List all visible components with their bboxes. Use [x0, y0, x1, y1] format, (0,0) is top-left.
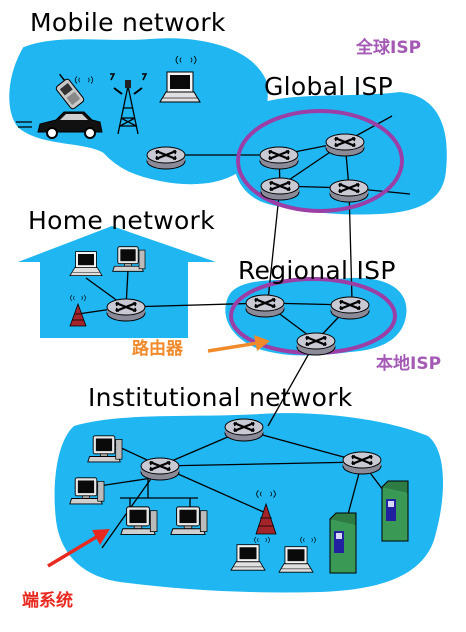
- mobile-network-label: Mobile network: [30, 8, 226, 37]
- institutional-network-label: Institutional network: [88, 383, 353, 412]
- router-icon[interactable]: [259, 176, 301, 202]
- end-system-pointer-arrow-icon: [47, 529, 110, 568]
- router-icon[interactable]: [244, 293, 286, 319]
- mobile-network-cloud: [9, 38, 268, 185]
- router-icon[interactable]: [328, 178, 370, 204]
- router-icon[interactable]: [223, 417, 265, 443]
- end-system-chinese-label: 端系统: [22, 591, 73, 611]
- router-icon[interactable]: [145, 145, 187, 171]
- desktop-pc-icon[interactable]: [87, 435, 123, 463]
- local-isp-chinese-label: 本地ISP: [376, 354, 442, 374]
- home-network-house: [18, 226, 216, 338]
- global-isp-ellipse: [236, 109, 404, 213]
- server-icon[interactable]: [329, 512, 357, 574]
- router-icon[interactable]: [324, 132, 366, 158]
- router-pointer-arrow-icon: [207, 335, 270, 353]
- router-icon[interactable]: [295, 331, 337, 357]
- cell-tower-icon: [110, 73, 148, 135]
- global-isp-label: Global ISP: [264, 72, 394, 101]
- desktop-pc-icon[interactable]: [69, 477, 105, 505]
- router-chinese-label: 路由器: [132, 339, 183, 359]
- desktop-pc-icon[interactable]: [112, 246, 146, 272]
- desktop-pc-icon[interactable]: [120, 506, 158, 535]
- router-icon[interactable]: [258, 145, 300, 171]
- cell-phone-icon[interactable]: [50, 72, 85, 110]
- car-icon[interactable]: [16, 111, 103, 139]
- server-icon[interactable]: [381, 480, 409, 542]
- wireless-access-point-icon: [69, 294, 87, 327]
- global-isp-chinese-label: 全球ISP: [356, 38, 422, 58]
- wireless-access-point-icon: [255, 489, 277, 535]
- router-icon[interactable]: [341, 450, 383, 476]
- desktop-pc-icon[interactable]: [170, 506, 208, 535]
- router-icon[interactable]: [105, 297, 147, 323]
- regional-isp-label: Regional ISP: [238, 256, 396, 285]
- router-icon[interactable]: [139, 456, 181, 482]
- router-icon[interactable]: [329, 295, 371, 321]
- home-network-label: Home network: [28, 206, 215, 235]
